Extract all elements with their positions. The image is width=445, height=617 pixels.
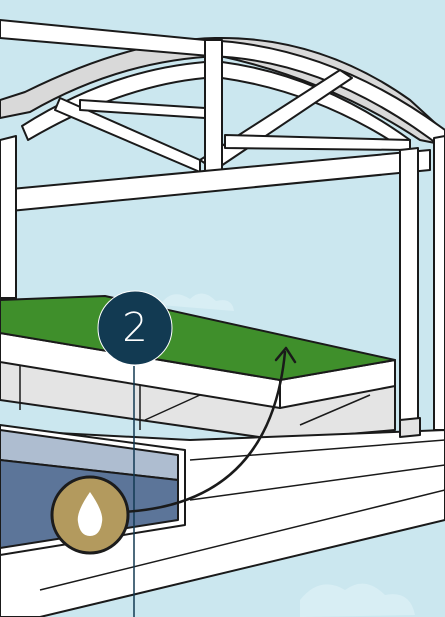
step-badge <box>98 291 172 365</box>
roof-arch <box>0 20 445 172</box>
grass-tray <box>0 296 395 440</box>
water-badge <box>52 477 128 553</box>
